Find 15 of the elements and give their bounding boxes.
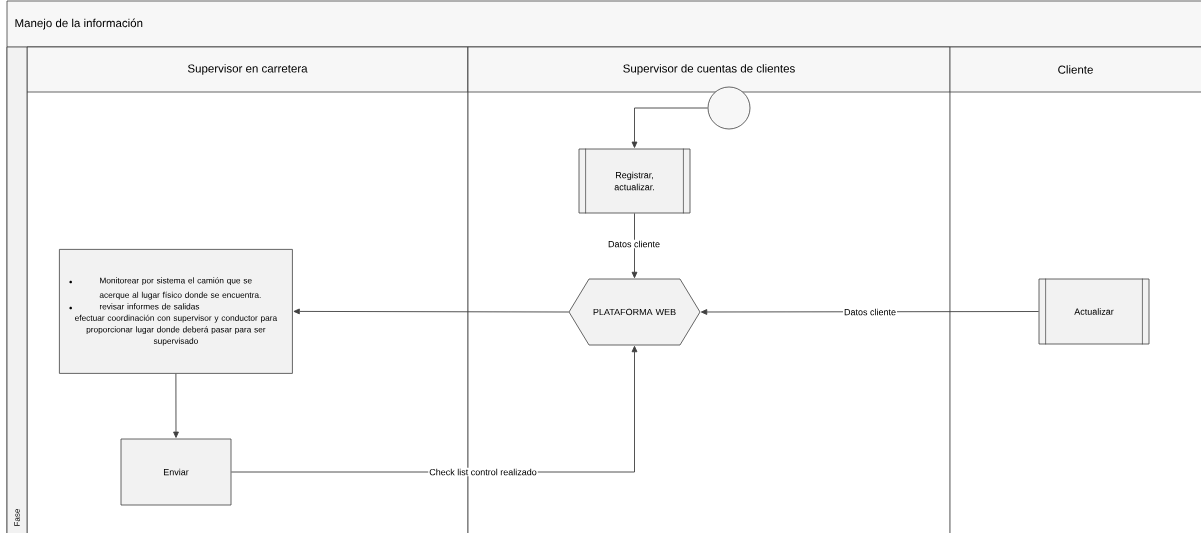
phase-band: Fase xyxy=(6,46,28,533)
node-label: Supervisor de cuentas de clientes xyxy=(623,64,795,75)
subprocess-box: Actualizar xyxy=(1038,278,1150,345)
subprocess-box: Registrar, actualizar. xyxy=(578,148,691,214)
arrow xyxy=(631,107,709,148)
process-box: Enviar xyxy=(120,438,232,506)
edge-label: Datos cliente xyxy=(607,239,661,249)
edge-label: Check list control realizado xyxy=(428,467,538,477)
arrow xyxy=(631,212,638,279)
start-circle xyxy=(707,86,751,130)
text-box: Monitorear por sistema el camión que se acerque al lugar físico donde se encuentra. revisar informes de salidas efectuar coordinación con supervisor y conductor para proporcionar lugar donde deberá pasar para ser supervisado xyxy=(59,249,293,374)
hexagon: PLATAFORMA WEB xyxy=(568,278,701,346)
arrow xyxy=(173,373,179,438)
arrow xyxy=(293,308,570,315)
edge-label: Datos cliente xyxy=(843,307,897,317)
